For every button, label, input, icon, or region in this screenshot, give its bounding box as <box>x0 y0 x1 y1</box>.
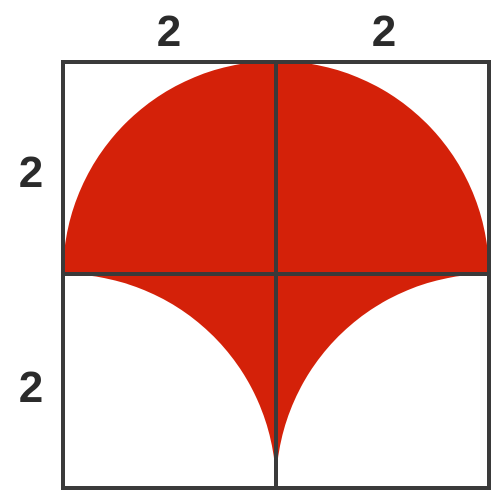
left-lower-length-label: 2 <box>19 363 43 412</box>
top-right-length-label: 2 <box>372 7 396 56</box>
top-left-length-label: 2 <box>157 7 181 56</box>
left-upper-length-label: 2 <box>19 148 43 197</box>
